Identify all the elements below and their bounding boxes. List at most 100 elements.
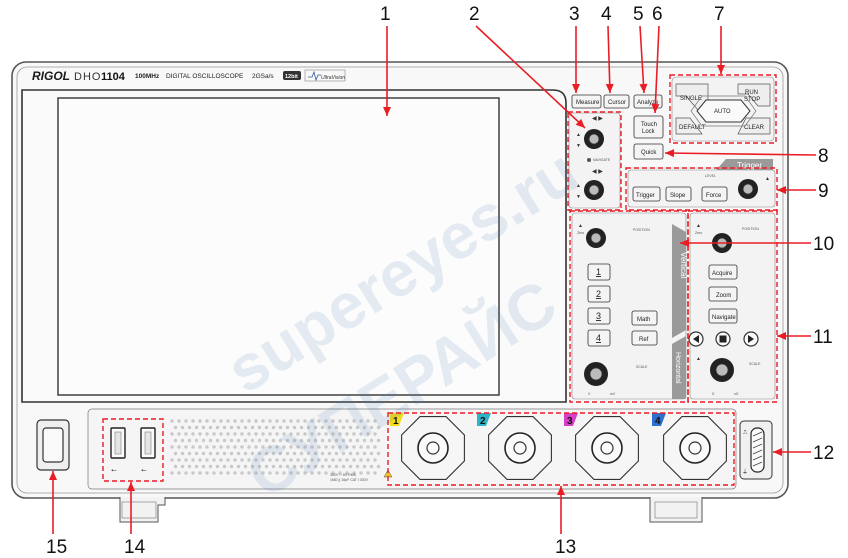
vent-hole [278,464,283,469]
channel-color-tag [564,413,578,426]
vent-hole [299,438,304,443]
vent-hole [299,464,304,469]
vent-hole [205,458,209,462]
vent-hole [254,419,258,423]
vent-hole [345,419,349,423]
vent-hole [180,464,185,469]
ref-button[interactable] [631,330,658,346]
vent-hole [359,471,363,475]
run-stop-button[interactable] [737,83,771,107]
sample-rate-label: 2GSa/s [252,73,274,80]
vent-hole [303,419,307,423]
vertical-side-tab [672,224,686,338]
ch1-button[interactable] [587,263,611,281]
vent-hole [208,464,213,469]
vent-hole [187,451,192,456]
vent-hole [348,425,353,430]
vent-hole [373,432,377,436]
vent-hole [257,438,262,443]
device-type-label: DIGITAL OSCILLOSCOPE [166,73,244,80]
vent-hole [264,438,269,443]
vent-hole [261,419,265,423]
leader-arrowhead [777,332,786,340]
vent-hole [219,432,223,436]
power-button[interactable] [42,427,64,463]
trigger-menu-button[interactable] [632,186,661,202]
callout-7: 7 [714,4,725,25]
vent-hole [229,438,234,443]
highlight-trigger [625,167,778,211]
measure-button[interactable] [571,94,602,109]
slope-label: Slope [670,193,686,199]
zoom-button[interactable] [708,286,738,302]
force-button[interactable] [701,186,728,202]
vent-hole [173,438,178,443]
horizontal-panel [689,212,776,400]
vent-hole [324,432,328,436]
bandwidth-label: 100MHz [135,73,160,80]
vent-hole [345,432,349,436]
model-number: 1104 [101,71,126,83]
bits-badge-text: 12bit [285,74,298,80]
default-button[interactable] [675,117,703,135]
vent-hole [352,471,356,475]
vent-hole [194,464,199,469]
vent-hole [313,438,318,443]
ch3-button[interactable] [587,307,611,325]
callout-4: 4 [601,4,612,25]
vent-hole [341,438,346,443]
default-label: DEFAULT [679,125,706,131]
vent-hole [184,471,188,475]
vent-hole [310,445,314,449]
vent-hole [275,471,279,475]
math-button[interactable] [631,310,658,326]
vent-hole [205,419,209,423]
vent-hole [240,432,244,436]
touch-lock-button[interactable] [633,115,664,139]
vent-hole [250,425,255,430]
vent-hole [222,464,227,469]
probe-comp-hatch [752,431,763,467]
vent-hole [198,458,202,462]
vent-hole [219,471,223,475]
vent-hole [296,445,300,449]
horizontal-side-tab [672,336,686,399]
vent-hole [338,432,342,436]
leader-arrowhead [49,471,57,480]
callout-12: 12 [813,443,834,464]
arrow-down-icon-b: ▼ [576,194,581,200]
ch2-button[interactable] [587,285,611,303]
vent-hole [268,458,272,462]
acquire-button[interactable] [708,264,738,280]
vent-hole [306,451,311,456]
vent-hole [226,445,230,449]
leader-line [654,25,660,114]
vent-hole [310,419,314,423]
navigate-button[interactable] [708,308,738,324]
vent-hole [191,445,195,449]
auto-button[interactable] [696,99,751,123]
vent-hole [296,458,300,462]
vent-hole [250,464,255,469]
vent-hole [264,451,269,456]
vent-hole [303,445,307,449]
vent-hole [282,471,286,475]
clear-button[interactable] [737,117,771,135]
probe-comp-terminal[interactable] [750,427,765,473]
ch4-button[interactable] [587,329,611,347]
vent-hole [268,419,272,423]
vent-hole [170,432,174,436]
cursor-button[interactable] [603,94,630,109]
vent-hole [170,419,174,423]
vent-hole [303,458,307,462]
leader-arrowhead [717,65,725,74]
slope-button[interactable] [665,186,692,202]
vent-hole [177,419,181,423]
vent-hole [331,419,335,423]
vent-hole [229,451,234,456]
single-label: SINGLE [680,96,702,102]
vent-hole [243,464,248,469]
callout-14: 14 [124,537,146,558]
ultravision-wave-icon [308,70,321,82]
quick-button[interactable] [633,143,664,160]
